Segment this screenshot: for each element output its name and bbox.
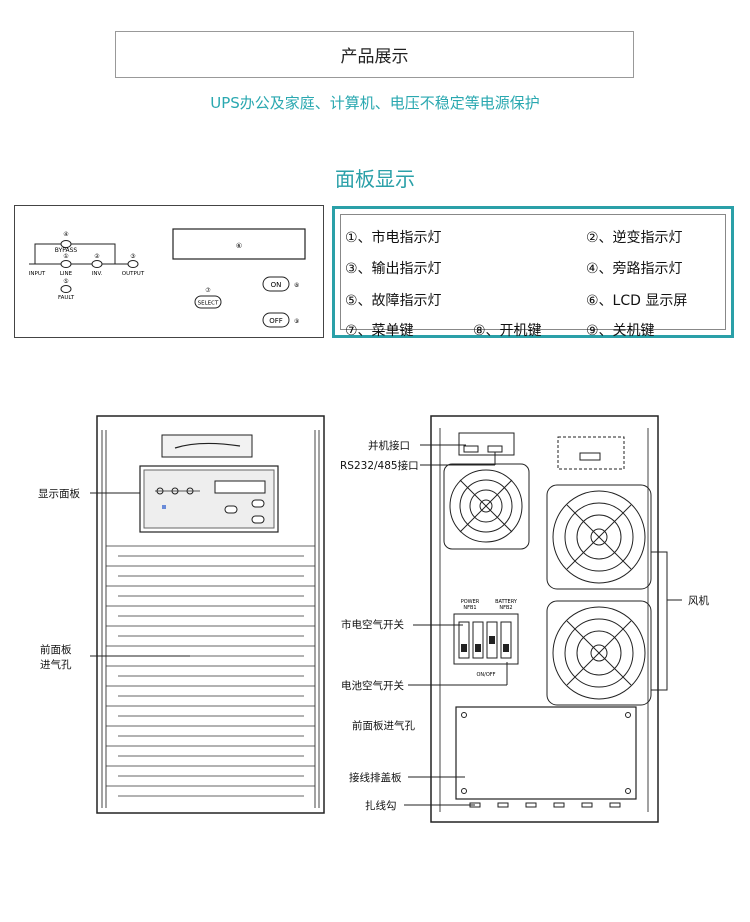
legend-item-6: ⑥、LCD 显示屏 bbox=[586, 293, 688, 309]
inv-led bbox=[91, 260, 103, 268]
legend-item-9: ⑨、关机键 bbox=[586, 323, 655, 339]
on-label: ON bbox=[271, 281, 282, 289]
off-button-shape bbox=[262, 312, 290, 328]
breaker-4 bbox=[500, 621, 512, 659]
breaker-nfb2-label: NFB2 bbox=[499, 605, 512, 611]
output-led bbox=[127, 260, 139, 268]
line-label: LINE bbox=[60, 271, 73, 277]
mains-breaker-callout: 市电空气开关 bbox=[341, 619, 404, 631]
legend-item-8: ⑧、开机键 bbox=[473, 323, 542, 339]
panel-legend: ①、市电指示灯 ②、逆变指示灯 ③、输出指示灯 ④、旁路指示灯 ⑤、故障指示灯 … bbox=[332, 206, 734, 339]
cover-plate-callout: 接线排盖板 bbox=[349, 772, 402, 784]
num-7: ⑦ bbox=[205, 287, 211, 294]
page-title-box: 产品展示 bbox=[115, 31, 634, 78]
front-fault-led bbox=[162, 505, 166, 509]
parallel-port bbox=[463, 445, 479, 453]
fan-lower-right bbox=[546, 600, 652, 706]
front-intake-callout-line2: 进气孔 bbox=[40, 659, 72, 671]
fan-small-left bbox=[443, 463, 530, 550]
breaker-2 bbox=[472, 621, 484, 659]
line-led bbox=[60, 260, 72, 268]
page-subtitle: UPS办公及家庭、计算机、电压不稳定等电源保护 bbox=[210, 94, 540, 112]
front-intake-callout-line1: 前面板 bbox=[40, 644, 72, 656]
fan-callout: 风机 bbox=[688, 595, 709, 607]
fan-bracket bbox=[651, 551, 668, 691]
front-select-button bbox=[224, 505, 238, 514]
breaker-battery-label: BATTERY bbox=[495, 599, 518, 605]
breaker-onoff-label: ON/OFF bbox=[476, 672, 495, 678]
num-9: ⑨ bbox=[294, 318, 299, 325]
input-label: INPUT bbox=[29, 271, 46, 277]
rs232-port bbox=[487, 445, 503, 453]
option-slot-port bbox=[579, 452, 601, 461]
select-button-shape bbox=[194, 295, 222, 309]
output-label: OUTPUT bbox=[122, 271, 145, 277]
legend-item-3: ③、输出指示灯 bbox=[345, 261, 442, 277]
panel-section-title: 面板显示 bbox=[335, 167, 415, 191]
panel-legend-inner: ①、市电指示灯 ②、逆变指示灯 ③、输出指示灯 ④、旁路指示灯 ⑤、故障指示灯 … bbox=[340, 214, 726, 339]
on-button-shape bbox=[262, 276, 290, 292]
front-logo-plate bbox=[161, 434, 253, 458]
num-4: ④ bbox=[63, 231, 68, 238]
num-3: ③ bbox=[130, 253, 135, 260]
breaker-1 bbox=[458, 621, 470, 659]
parallel-port-callout: 并机接口 bbox=[368, 440, 410, 452]
fault-label: FAULT bbox=[58, 295, 75, 301]
num-2: ② bbox=[94, 253, 100, 260]
front-on-button bbox=[251, 499, 265, 508]
terminal-cover-plate bbox=[455, 706, 637, 800]
front-lcd bbox=[214, 480, 266, 494]
ups-rear-view: POWER NFB1 BATTERY NFB2 ON/OFF bbox=[404, 415, 682, 823]
num-5: ⑤ bbox=[63, 278, 68, 285]
front-vent-slats bbox=[106, 545, 315, 797]
front-off-button bbox=[251, 515, 265, 524]
panel-diagram-svg: ④ BYPASS ① ② ③ INPUT LINE INV. OUTPUT ⑤ … bbox=[29, 228, 306, 328]
panel-diagram: ④ BYPASS ① ② ③ INPUT LINE INV. OUTPUT ⑤ … bbox=[14, 205, 324, 338]
num-6: ⑥ bbox=[236, 242, 242, 250]
legend-item-5: ⑤、故障指示灯 bbox=[345, 293, 442, 309]
legend-item-4: ④、旁路指示灯 bbox=[586, 261, 683, 277]
cable-hook-callout: 扎线勾 bbox=[365, 800, 397, 812]
fault-led bbox=[60, 285, 72, 293]
front-logo-mark bbox=[174, 442, 241, 449]
lcd-screen bbox=[172, 228, 306, 260]
fan-upper-right bbox=[546, 484, 652, 590]
inv-label: INV. bbox=[92, 271, 103, 277]
display-panel-callout: 显示面板 bbox=[38, 488, 80, 500]
rs232-port-callout: RS232/485接口 bbox=[340, 460, 419, 472]
num-1: ① bbox=[63, 253, 68, 260]
legend-item-1: ①、市电指示灯 bbox=[345, 230, 442, 246]
off-label: OFF bbox=[269, 317, 283, 325]
ups-front-view bbox=[90, 415, 325, 814]
bypass-line bbox=[29, 243, 131, 265]
legend-item-7: ⑦、菜单键 bbox=[345, 323, 414, 339]
battery-breaker-callout: 电池空气开关 bbox=[341, 680, 404, 692]
legend-item-2: ②、逆变指示灯 bbox=[586, 230, 683, 246]
front-intake-rear-callout: 前面板进气孔 bbox=[352, 720, 415, 732]
bypass-label: BYPASS bbox=[55, 247, 78, 254]
select-label: SELECT bbox=[198, 301, 219, 307]
breaker-power-label: POWER bbox=[461, 599, 480, 605]
breaker-nfb1-label: NFB1 bbox=[463, 605, 476, 611]
num-8: ⑧ bbox=[294, 282, 299, 289]
page-title: 产品展示 bbox=[340, 47, 409, 67]
bypass-led bbox=[60, 240, 72, 248]
